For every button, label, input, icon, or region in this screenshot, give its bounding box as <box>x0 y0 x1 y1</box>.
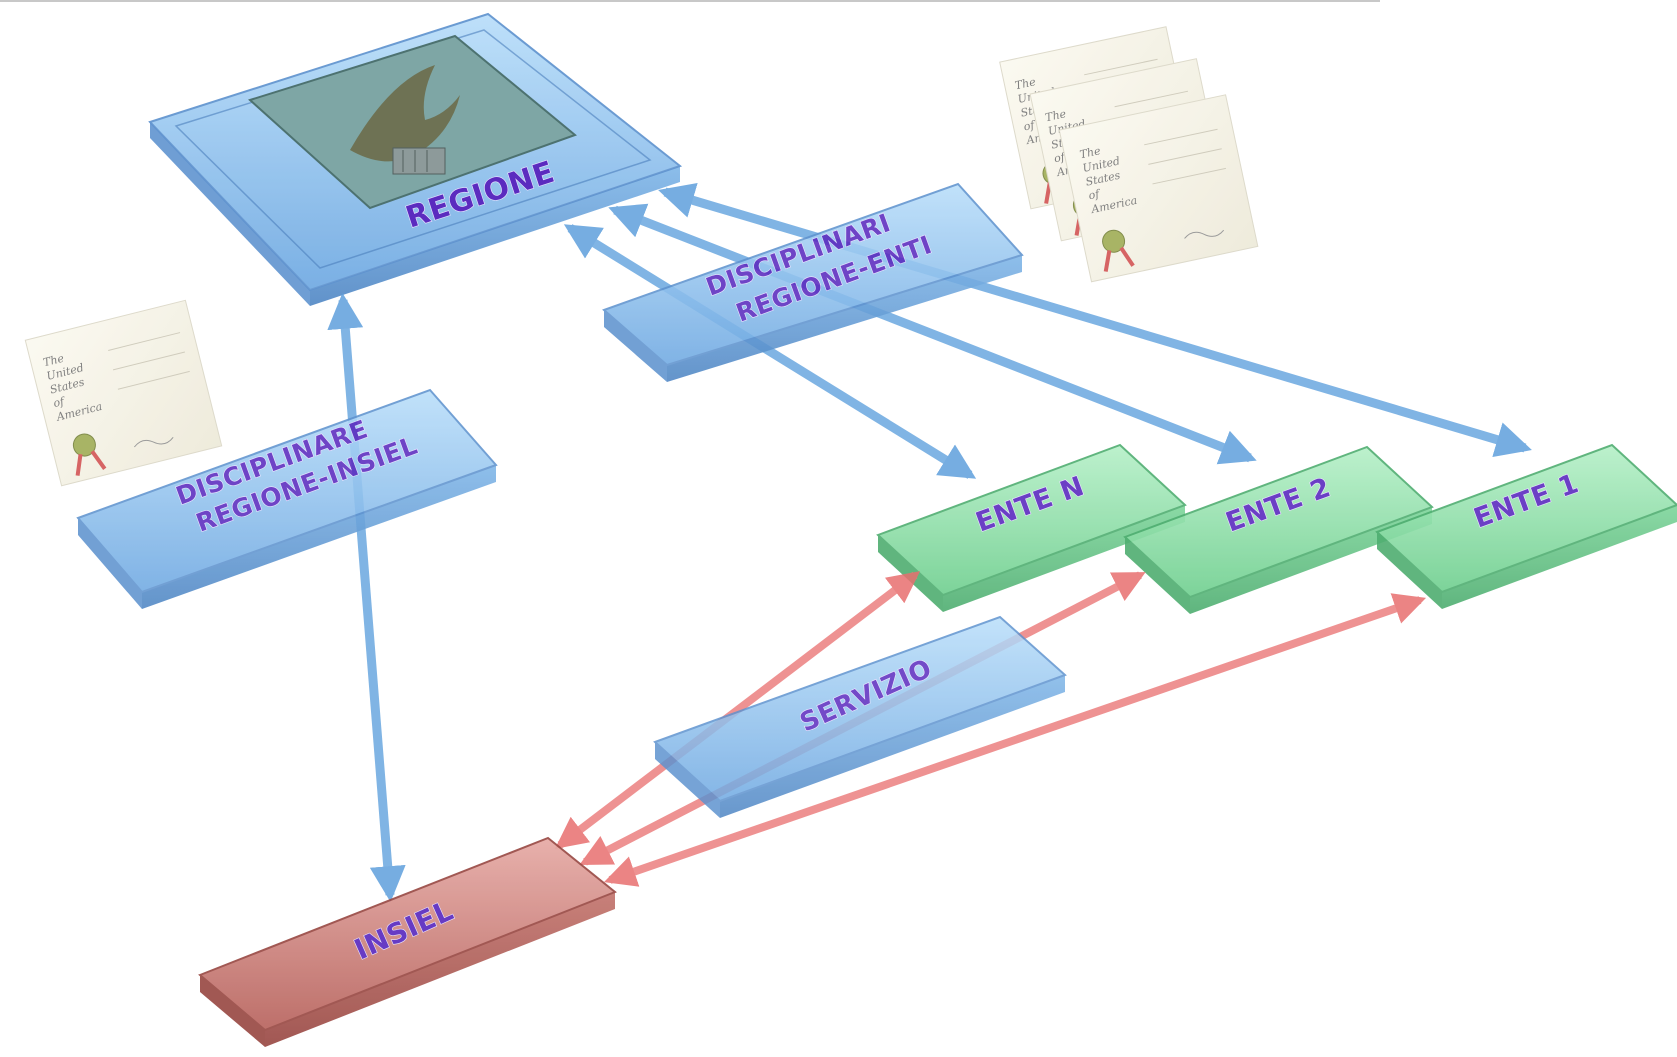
servizio-node: SERVIZIO <box>653 615 1067 818</box>
svg-text:The: The <box>1079 144 1103 161</box>
eagle-emblem-icon <box>248 34 577 210</box>
arrow-regione-ente-1 <box>658 182 1532 458</box>
svg-text:The: The <box>1044 107 1068 124</box>
ente-n-node: ENTE N <box>876 443 1187 612</box>
ente-2-node: ENTE 2 <box>1123 445 1434 614</box>
svg-text:The: The <box>1014 75 1038 92</box>
certificate-document-icon: The United States of America <box>24 299 223 487</box>
regione-node: REGIONE <box>148 12 683 306</box>
arrow-regione-insiel <box>327 292 406 903</box>
document-stack-icon: The United States of America The United … <box>999 26 1259 283</box>
svg-text:The: The <box>42 352 66 370</box>
ente-1-node: ENTE 1 <box>1375 443 1677 609</box>
blue-arrows <box>327 182 1532 903</box>
insiel-node: INSIEL <box>198 836 617 1047</box>
arrow-insiel-ente-1 <box>603 593 1427 887</box>
